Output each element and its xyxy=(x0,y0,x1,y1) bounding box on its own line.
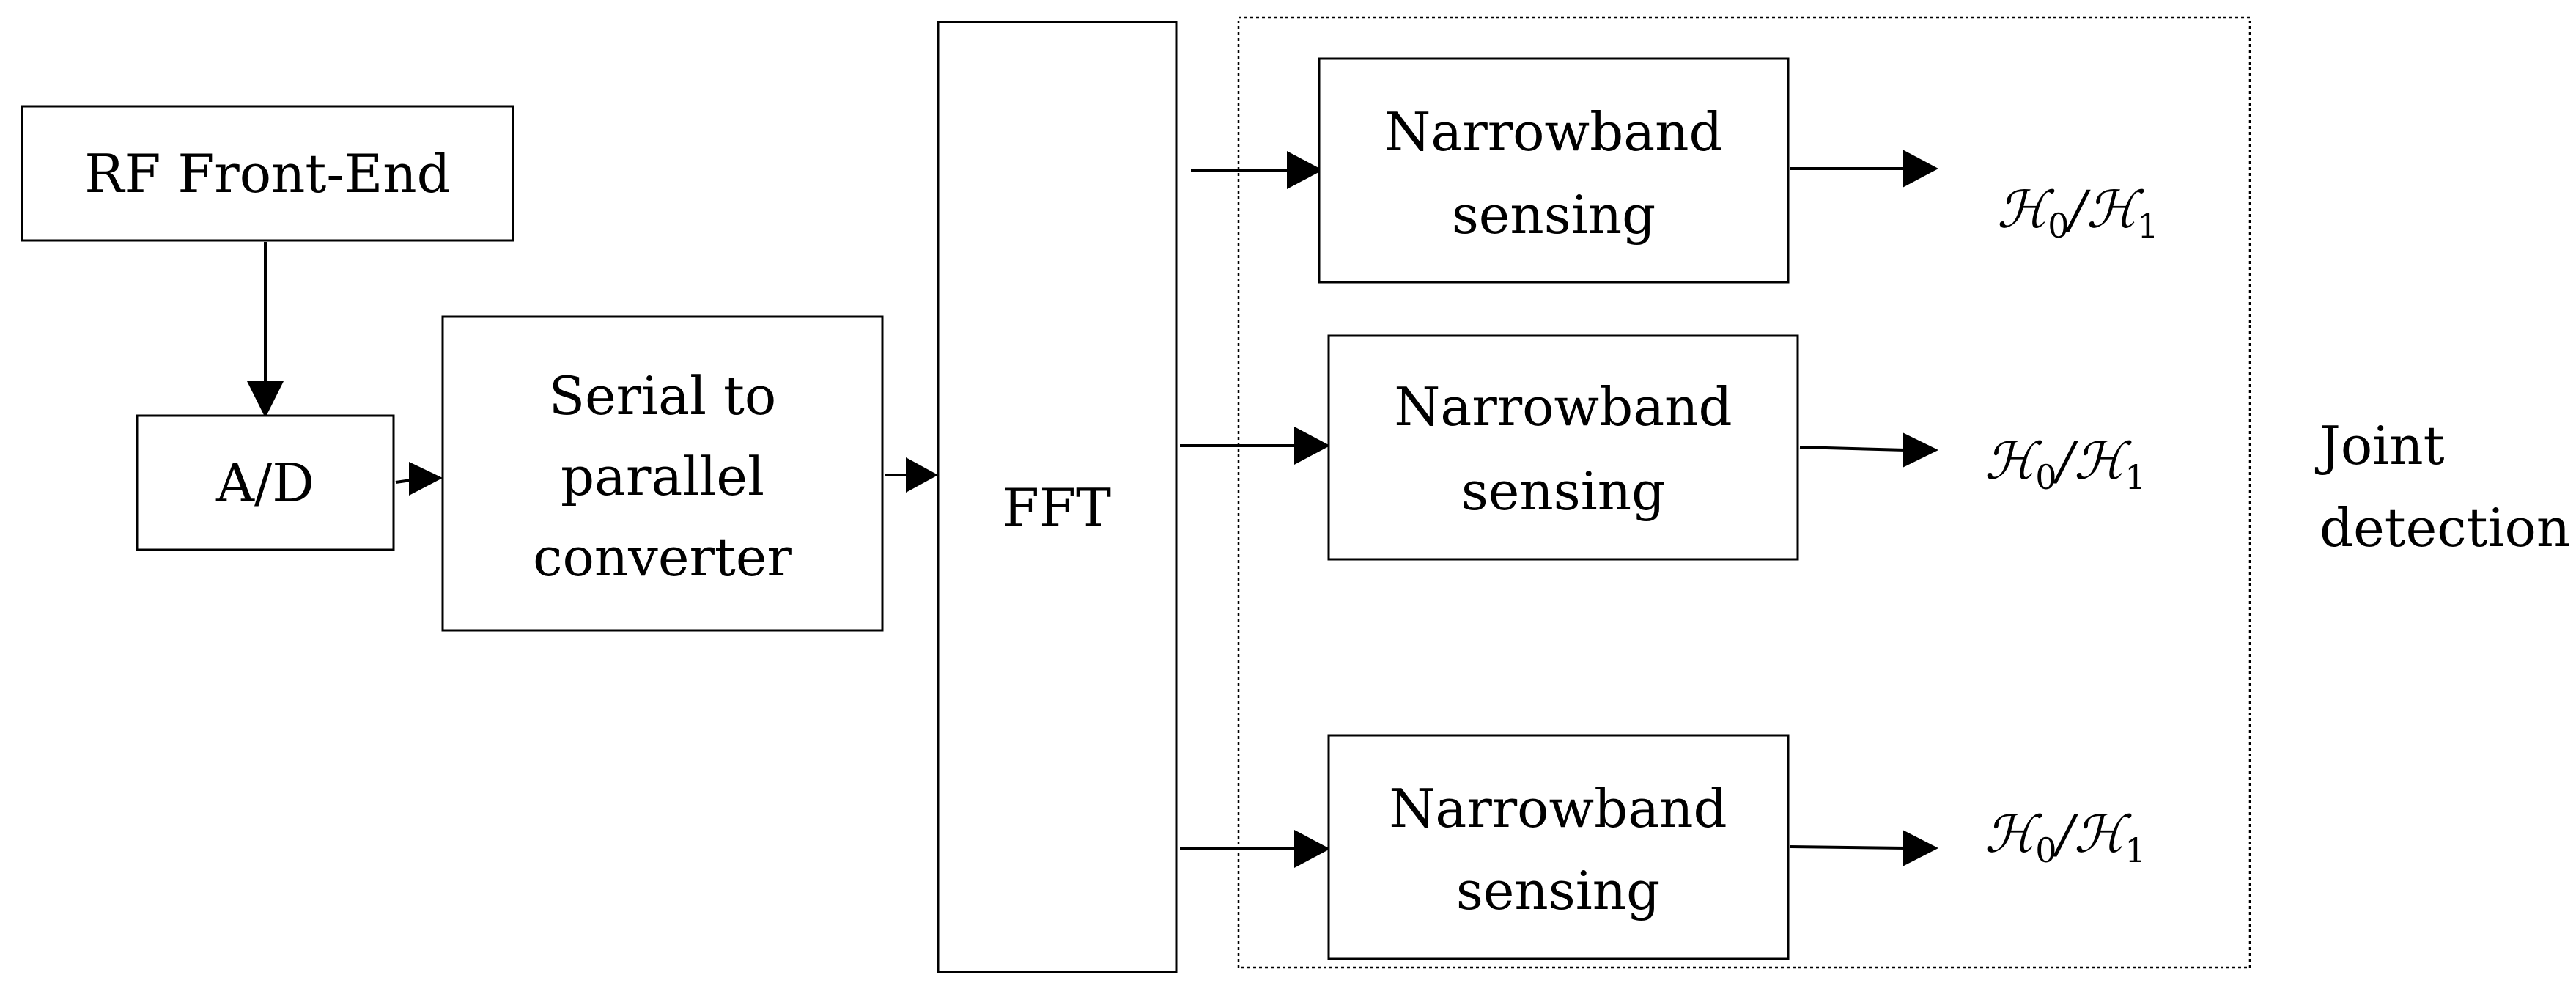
nb3-to-output-arrowhead xyxy=(1903,830,1938,866)
rf-to-ad-arrowhead xyxy=(247,381,284,418)
hypothesis-output-2: ℋ0/ℋ1 xyxy=(1985,431,2147,497)
narrowband-sensing-3-line1: Narrowband xyxy=(1389,778,1727,839)
narrowband-sensing-2-line1: Narrowband xyxy=(1394,376,1732,438)
fft-to-nb1-arrowhead xyxy=(1287,151,1323,189)
joint-detection-frame xyxy=(1237,16,2251,969)
narrowband-sensing-1-line2: sensing xyxy=(1452,184,1656,246)
serial-to-parallel-label-line1: Serial to xyxy=(549,365,777,427)
nb3-to-output-arrow xyxy=(1789,845,1906,850)
joint-detection-label-line2: detection xyxy=(2319,497,2570,559)
rf-front-end-label: RF Front-End xyxy=(84,143,450,205)
serial-to-parallel-label-line2: parallel xyxy=(561,446,764,507)
narrowband-sensing-3-line2: sensing xyxy=(1456,860,1660,921)
fft-to-nb2-arrowhead xyxy=(1294,427,1330,465)
ad-converter-label: A/D xyxy=(215,452,314,514)
narrowband-sensing-1-line1: Narrowband xyxy=(1384,101,1722,163)
fft-to-nb3-arrowhead xyxy=(1294,830,1330,868)
nb2-to-output-arrow xyxy=(1799,446,1906,452)
nb1-to-output-arrowhead xyxy=(1903,150,1938,188)
serial-to-parallel-label-line3: converter xyxy=(533,526,792,588)
narrowband-sensing-block-3 xyxy=(1327,734,1790,960)
ad-converter-block xyxy=(136,414,395,551)
joint-detection-label-line1: Joint xyxy=(2314,415,2445,476)
rf-front-end-block xyxy=(21,105,514,242)
fft-label: FFT xyxy=(1003,477,1111,539)
nb2-to-output-arrowhead xyxy=(1903,432,1938,468)
serial-to-parallel-block xyxy=(441,315,884,632)
ad-to-s2p-arrowhead xyxy=(409,462,443,496)
narrowband-sensing-block-1 xyxy=(1318,57,1790,284)
hypothesis-output-1: ℋ0/ℋ1 xyxy=(1997,180,2159,246)
narrowband-sensing-2-line2: sensing xyxy=(1461,460,1665,522)
s2p-to-fft-arrowhead xyxy=(906,457,938,493)
hypothesis-output-3: ℋ0/ℋ1 xyxy=(1985,804,2147,870)
narrowband-sensing-block-2 xyxy=(1327,334,1799,561)
fft-block xyxy=(937,21,1178,973)
